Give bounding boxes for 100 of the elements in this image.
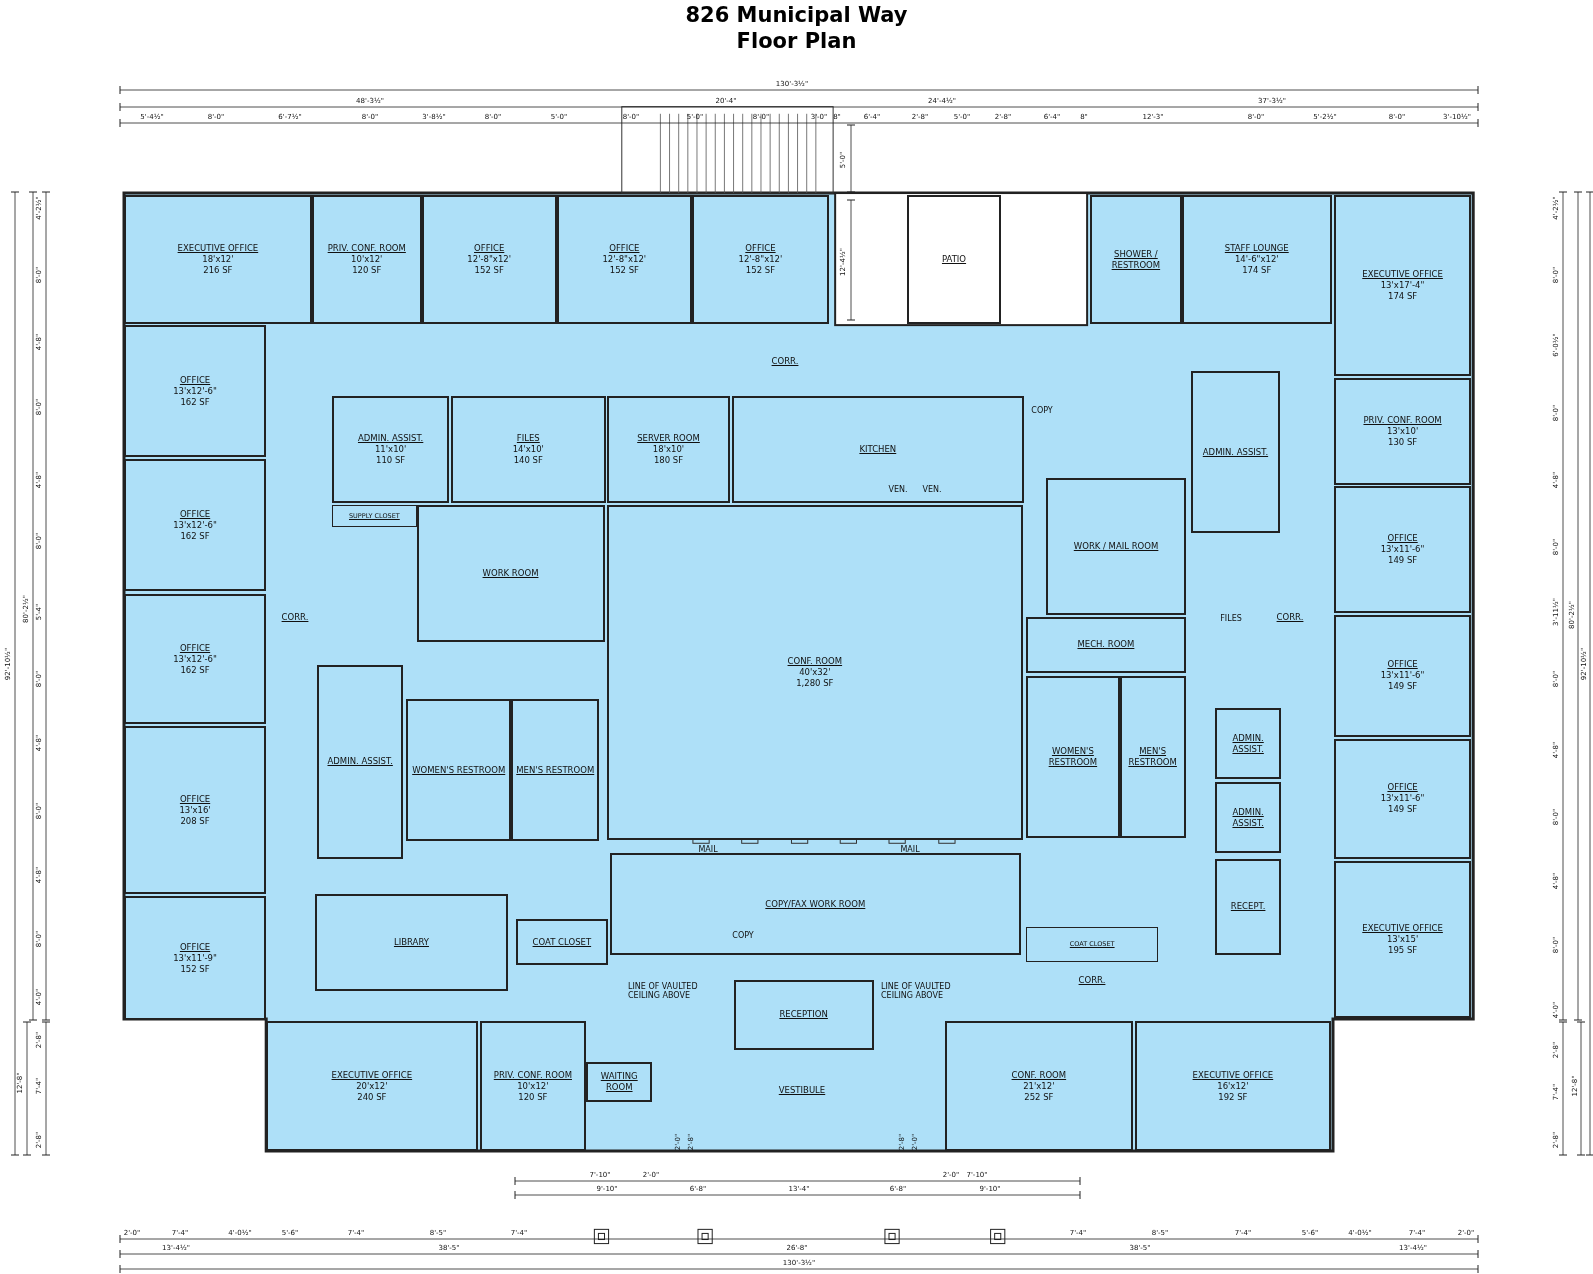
room-area: 174 SF [1242, 265, 1272, 277]
room [317, 665, 404, 859]
room-area: 149 SF [1387, 554, 1418, 566]
room [556, 195, 692, 325]
room [944, 1021, 1133, 1152]
room [606, 504, 1024, 841]
room-name: EXECUTIVE OFFICE [1362, 922, 1443, 934]
room-label: FILES [1220, 613, 1242, 623]
room-name: ADMIN. ASSIST. [1231, 806, 1265, 829]
room-name: OFFICE [179, 508, 211, 520]
room [1134, 1021, 1331, 1152]
room-name: STAFF LOUNGE [1224, 243, 1289, 255]
room [1334, 195, 1472, 376]
room-area: 120 SF [352, 265, 382, 277]
corridor-label: CORR. [771, 356, 799, 366]
room [406, 699, 512, 842]
room-area: 152 SF [745, 265, 776, 277]
room-area: 149 SF [1387, 681, 1418, 693]
room-dimensions: 16'x12' [1217, 1080, 1249, 1092]
room-name: OFFICE [179, 793, 211, 805]
room-area: 130 SF [1387, 436, 1418, 448]
room [123, 594, 267, 725]
room-area: 162 SF [180, 396, 210, 408]
room-dimensions: 12'-8"x12' [738, 254, 783, 266]
room-area: 110 SF [376, 455, 406, 467]
room-area: 162 SF [180, 530, 210, 542]
room-name: LIBRARY [393, 936, 429, 948]
room-dimensions: 21'x12' [1023, 1080, 1055, 1092]
room-dimensions: 13'x11'-6" [1380, 793, 1425, 805]
room [511, 699, 600, 842]
room-name: KITCHEN [859, 444, 897, 456]
room-dimensions: 13'x11'-6" [1380, 670, 1425, 682]
room-area: 216 SF [203, 265, 233, 277]
room [332, 396, 450, 503]
room [1046, 477, 1186, 615]
room-dimensions: 13'x17'-4" [1380, 280, 1425, 291]
room [1215, 858, 1282, 956]
room [606, 396, 731, 503]
room-area: 1,280 SF [796, 678, 834, 690]
room [586, 1061, 653, 1103]
room [479, 1021, 587, 1152]
room-name: ADMIN. ASSIST. [357, 433, 424, 445]
room-area: 120 SF [518, 1091, 548, 1103]
room-area: 174 SF [1387, 291, 1418, 302]
room-name: PRIV. CONF. ROOM [327, 243, 406, 255]
room-name: OFFICE [179, 642, 211, 654]
room-name: OFFICE [1387, 532, 1418, 544]
room-dimensions: 11'x10' [374, 444, 407, 456]
room [1090, 195, 1182, 325]
room [416, 504, 605, 643]
room-label: MAIL [900, 844, 920, 854]
room-name: COAT CLOSET [532, 936, 592, 948]
room-name: OFFICE [745, 243, 776, 255]
room-label: MAIL [698, 844, 718, 854]
room-name: CONF. ROOM [1011, 1069, 1067, 1081]
room [1026, 616, 1186, 673]
room-name: OFFICE [609, 243, 640, 255]
room-name: OFFICE [474, 243, 505, 255]
room [691, 195, 830, 325]
room-area: 152 SF [180, 963, 210, 975]
room-area: 195 SF [1387, 944, 1418, 956]
room-dimensions: 18'x12' [202, 254, 234, 266]
room-dimensions: 13'x11'-9" [173, 952, 217, 964]
room-name: ADMIN. ASSIST. [327, 756, 393, 768]
room-dimensions: 14'x10' [512, 444, 544, 456]
room [1215, 708, 1282, 780]
room-dimensions: 40'x32' [799, 667, 831, 679]
room-name: MEN'S RESTROOM [516, 764, 595, 776]
room [1119, 675, 1186, 839]
room-area: 192 SF [1218, 1091, 1248, 1103]
room-name: WAITING ROOM [599, 1071, 639, 1094]
room [1181, 195, 1332, 325]
corridor-label: CORR. [1078, 975, 1106, 985]
corridor-label: CORR. [281, 612, 309, 622]
room [451, 396, 606, 503]
room [733, 980, 874, 1050]
note-label: LINE OF VAULTED CEILING ABOVE [881, 982, 952, 1000]
room-name: ADMIN. ASSIST. [1231, 732, 1265, 755]
room-area: 162 SF [180, 664, 210, 676]
room-name: EXECUTIVE OFFICE [331, 1069, 413, 1081]
room-name: PRIV. CONF. ROOM [493, 1069, 572, 1081]
room-name: MEN'S RESTROOM [1127, 745, 1178, 768]
room-dimensions: 20'x12' [356, 1080, 388, 1092]
room [123, 195, 312, 325]
room-name: ADMIN. ASSIST. [1202, 446, 1269, 458]
room-dimensions: 13'x12'-6" [173, 653, 217, 665]
room [123, 896, 267, 1021]
room-area: 208 SF [180, 815, 210, 827]
room-area: 240 SF [357, 1091, 387, 1103]
room-name: RECEPTION [779, 1009, 828, 1021]
room-area: 252 SF [1024, 1091, 1054, 1103]
room [1334, 377, 1472, 485]
room-dimensions: 10'x12' [517, 1080, 549, 1092]
room-name: EXECUTIVE OFFICE [1192, 1069, 1274, 1081]
room-name: SHOWER / RESTROOM [1110, 248, 1162, 271]
room-dimensions: 13'x11'-6" [1380, 543, 1425, 555]
room-name: WOMEN'S RESTROOM [412, 764, 506, 776]
room-dimensions: 10'x12' [351, 254, 383, 266]
room [1215, 782, 1282, 854]
room [1190, 370, 1281, 534]
